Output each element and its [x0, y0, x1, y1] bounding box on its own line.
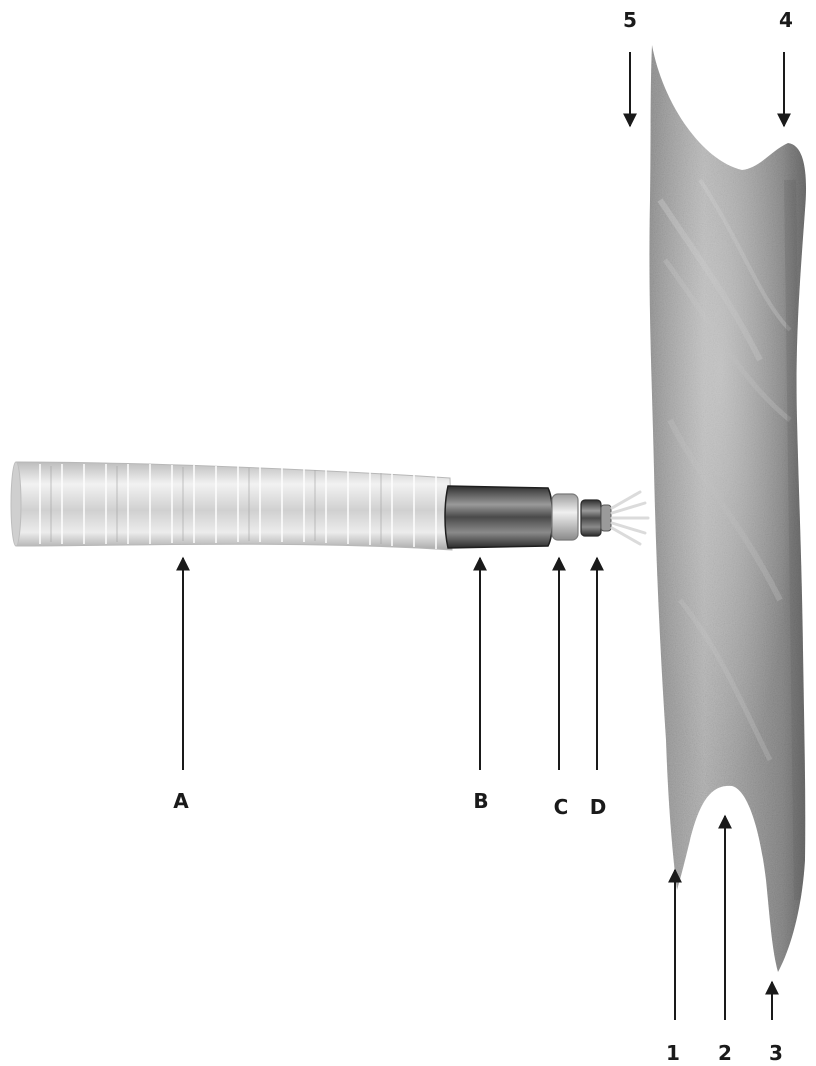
label-C: C [554, 795, 569, 819]
spray-jets [612, 492, 648, 544]
flexible-tube [11, 462, 452, 550]
tissue-membrane [640, 40, 816, 980]
label-B: B [473, 789, 488, 813]
connector-ring [552, 494, 578, 540]
metal-sleeve [445, 486, 553, 548]
label-1: 1 [666, 1041, 680, 1065]
label-2: 2 [718, 1041, 732, 1065]
label-3: 3 [769, 1041, 783, 1065]
label-A: A [173, 789, 189, 813]
label-5: 5 [623, 8, 637, 32]
label-D: D [590, 795, 607, 819]
label-4: 4 [779, 8, 793, 32]
nozzle-tip [581, 500, 611, 536]
